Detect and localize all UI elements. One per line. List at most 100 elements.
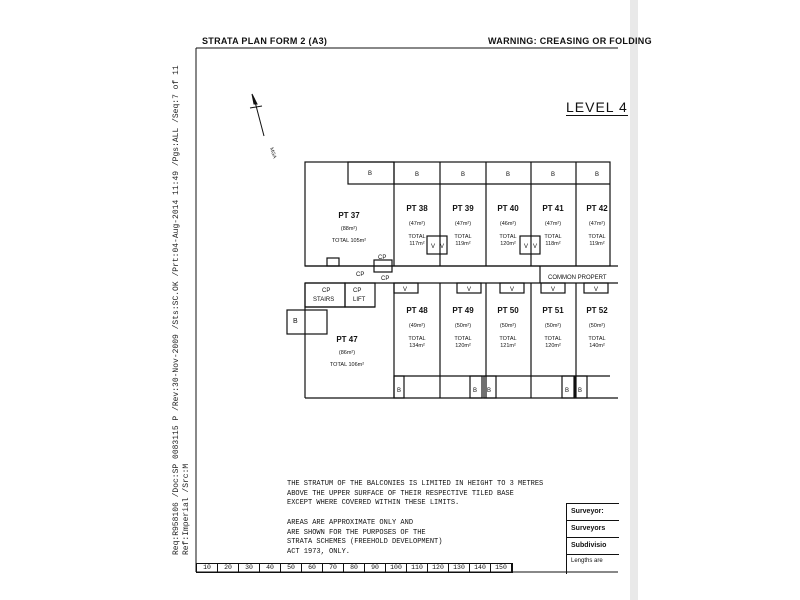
surveyors-label: Surveyors [567, 521, 619, 538]
corridor-cp-label: CP [356, 272, 364, 278]
lot-total: TOTAL 106m² [330, 362, 364, 368]
lot-name: PT 42 [586, 204, 608, 213]
balcony-label: B [565, 388, 569, 394]
lot-total: 140m² [589, 343, 605, 349]
lot-area: (47m²) [589, 221, 605, 227]
balcony-label: B [473, 388, 477, 394]
balcony-label: B [551, 172, 555, 178]
sheet-edge [630, 0, 638, 600]
surveyor-label: Surveyor: [567, 504, 619, 521]
ruler-tick: 130 [449, 564, 470, 572]
cupboard-v-label: V [594, 287, 598, 293]
balcony-label: B [368, 171, 372, 177]
lot-total: 119m² [589, 241, 604, 247]
pt37-lot: PT 37 (88m²) TOTAL 105m² [332, 211, 366, 244]
ruler-tick: 30 [239, 564, 260, 572]
lot-total-label: TOTAL [588, 336, 605, 342]
lot-area: (50m²) [455, 323, 471, 329]
ruler-tick: 60 [302, 564, 323, 572]
lengths-label: Lengths are [571, 558, 603, 564]
lot-area: (47m²) [409, 221, 425, 227]
ruler-tick: 140 [470, 564, 491, 572]
lot-name: PT 52 [586, 306, 608, 315]
balcony-label: B [461, 172, 465, 178]
ruler-tick: 150 [491, 564, 512, 572]
cupboard-v-label: V [533, 244, 537, 250]
ruler-tick: 110 [407, 564, 428, 572]
stairs-label: STAIRS [313, 297, 334, 303]
cupboard-v-label: V [431, 244, 435, 250]
cupboard-v-label: V [510, 287, 514, 293]
lot-area: (86m²) [339, 350, 355, 356]
lot-name: PT 41 [542, 204, 564, 213]
lot-area: (50m²) [500, 323, 516, 329]
lot-total-label: TOTAL [408, 336, 425, 342]
lot-name: PT 49 [452, 306, 474, 315]
lot-total: 120m² [545, 343, 561, 349]
lot-total-label: TOTAL [408, 234, 425, 240]
lot-total: 119m² [455, 241, 470, 247]
ruler-tick: 40 [260, 564, 281, 572]
lot-name: PT 40 [497, 204, 519, 213]
ruler-tick: 50 [281, 564, 302, 572]
ruler-tick: 120 [428, 564, 449, 572]
form-title: STRATA PLAN FORM 2 (A3) [202, 36, 328, 46]
plan-walls [286, 161, 618, 399]
ruler-tick: 70 [323, 564, 344, 572]
cupboard-v-label: V [440, 244, 444, 250]
common-property-label: COMMON PROPERT [548, 275, 607, 281]
pt47-lot: PT 47 (86m²) TOTAL 106m² [330, 335, 364, 368]
lot-name: PT 50 [497, 306, 519, 315]
lot-total: 120m² [500, 241, 516, 247]
cupboard-v-label: V [467, 287, 471, 293]
lot-area: (88m²) [341, 226, 357, 232]
lot-total-label: TOTAL [588, 234, 605, 240]
lot-area: (46m²) [500, 221, 516, 227]
ruler-tick: 20 [218, 564, 239, 572]
lot-total: 134m² [409, 343, 425, 349]
lot-total: TOTAL 105m² [332, 238, 366, 244]
lot-total-label: TOTAL [544, 234, 561, 240]
surveyor-panel: Surveyor: Surveyors Subdivisio Lengths a… [566, 503, 619, 574]
lot-total: 121m² [500, 343, 516, 349]
stratum-note: THE STRATUM OF THE BALCONIES IS LIMITED … [287, 480, 544, 507]
lot-area: (47m²) [545, 221, 561, 227]
balcony-label: B [487, 388, 491, 394]
lot-area: (49m²) [409, 323, 425, 329]
balcony-label: B [397, 388, 401, 394]
warning-text: WARNING: CREASING OR FOLDING [488, 36, 652, 46]
north-label: MGA [268, 147, 277, 160]
plan-sheet [158, 0, 638, 600]
areas-note: AREAS ARE APPROXIMATE ONLY AND ARE SHOWN… [287, 519, 443, 556]
lot-total-label: TOTAL [499, 234, 516, 240]
lot-total: 118m² [545, 241, 560, 247]
lot-area: (50m²) [589, 323, 605, 329]
cupboard-v-label: V [524, 244, 528, 250]
lift-cp-label: CP [353, 288, 361, 294]
balcony-label: B [578, 388, 582, 394]
corridor-cp-label-3: CP [381, 276, 389, 282]
lot-name: PT 51 [542, 306, 564, 315]
lot-name: PT 48 [406, 306, 428, 315]
stairs-cp-label: CP [322, 288, 330, 294]
lot-total-label: TOTAL [544, 336, 561, 342]
lot-total-label: TOTAL [499, 336, 516, 342]
lot-area: (47m²) [455, 221, 471, 227]
subdivision-label: Subdivisio [567, 538, 619, 555]
lot-name: PT 39 [452, 204, 474, 213]
lot-total-label: TOTAL [454, 234, 471, 240]
lift-label: LIFT [353, 297, 366, 303]
balcony-label: B [506, 172, 510, 178]
ruler-tick: 100 [386, 564, 407, 572]
lot-total: 120m² [455, 343, 471, 349]
cupboard-v-label: V [403, 287, 407, 293]
